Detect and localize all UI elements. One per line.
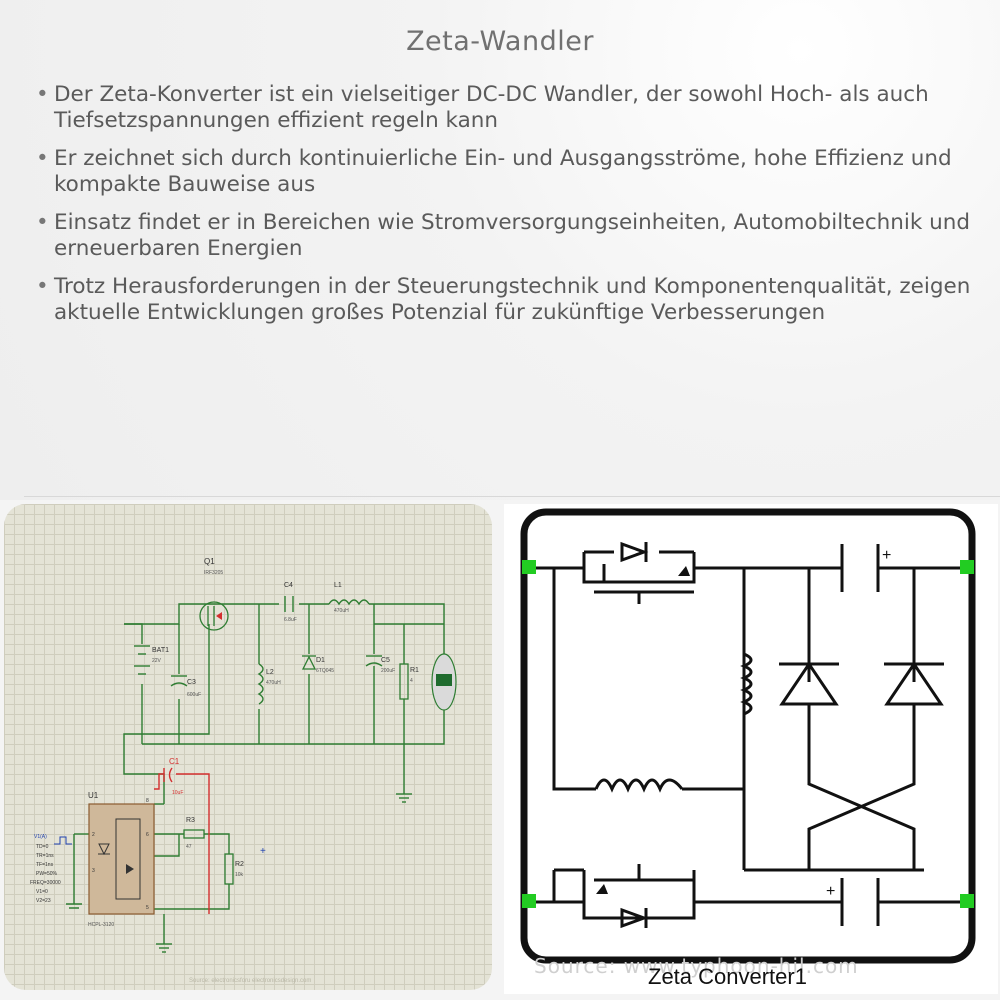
r3-resistor-symbol	[183, 829, 205, 839]
page-title: Zeta-Wandler	[406, 26, 594, 57]
r2-label: R2	[235, 861, 244, 868]
pulse-param: V1(A)	[34, 834, 47, 840]
c3-value: 600uF	[187, 692, 201, 698]
c1-value: 10uF	[172, 790, 183, 796]
l2-label: L2	[266, 669, 274, 676]
voltmeter-symbol	[431, 653, 457, 711]
c5-capacitor-symbol	[365, 655, 383, 667]
r2-value: 10k	[235, 872, 244, 878]
converter-frame	[520, 508, 976, 964]
c4-capacitor-symbol	[284, 596, 294, 612]
r3-label: R3	[186, 817, 195, 824]
schematic-red-wires	[154, 773, 210, 914]
pulse-param: PW=50%	[36, 871, 58, 877]
bullet-item: Einsatz findet er in Bereichen wie Strom…	[34, 210, 974, 262]
pulse-param: TD=0	[36, 844, 49, 850]
d1-diode-symbol	[301, 655, 317, 670]
terminal-bottom-right	[960, 894, 974, 908]
u1-label: U1	[88, 791, 99, 800]
plus-sign: +	[826, 883, 835, 900]
pulse-param: V2=23	[36, 898, 51, 904]
left-diode-symbol	[779, 661, 839, 706]
bat-value: 22V	[152, 658, 162, 664]
l1-value: 470uH	[334, 608, 349, 614]
l2-value: 470uH	[266, 680, 281, 686]
pulse-param: TF=1ns	[36, 862, 54, 868]
u1-optocoupler-symbol	[88, 803, 155, 915]
terminal-top-right	[960, 560, 974, 574]
r3-value: 47	[186, 844, 192, 850]
right-diode-symbol	[884, 661, 944, 706]
bullet-item: Er zeichnet sich durch kontinuierliche E…	[34, 146, 974, 198]
r1-resistor-symbol	[399, 663, 409, 700]
horizontal-inductor-symbol	[594, 778, 684, 793]
bat-label: BAT1	[152, 647, 169, 654]
c3-label: C3	[187, 679, 196, 686]
q1-part: IRF3205	[204, 570, 223, 576]
vertical-inductor-symbol	[740, 652, 753, 716]
c1-label: C1	[169, 757, 180, 766]
d1-part: 6TQ045	[316, 668, 334, 674]
pin-label: 5	[146, 905, 149, 911]
converter-wires	[530, 544, 966, 926]
c4-label: C4	[284, 582, 293, 589]
proteus-schematic: Q1 IRF3205 C4 6.8uF L1 470uH BAT1 22V C3…	[30, 557, 457, 984]
section-divider	[24, 496, 1000, 497]
l1-label: L1	[334, 582, 342, 589]
converter-title: Zeta Converter1	[648, 964, 807, 989]
pulse-param: TR=1ns	[36, 853, 54, 859]
c3-capacitor-symbol	[170, 675, 188, 687]
bullet-list: Der Zeta-Konverter ist ein vielseitiger …	[34, 82, 974, 338]
c4-value: 6.8uF	[284, 617, 297, 623]
proteus-schematic-image: Q1 IRF3205 C4 6.8uF L1 470uH BAT1 22V C3…	[4, 504, 492, 990]
l1-inductor-symbol	[328, 599, 370, 606]
pulse-param: FREQ=30000	[30, 880, 61, 886]
bullet-item: Trotz Herausforderungen in der Steuerung…	[34, 274, 974, 326]
pulse-source-symbol	[54, 836, 72, 845]
r1-value: 4	[410, 678, 413, 684]
pin-label: 6	[146, 832, 149, 838]
zeta-converter-schematic: + +	[520, 508, 976, 964]
d1-label: D1	[316, 657, 325, 664]
pin-label: 2	[92, 832, 95, 838]
terminal-bottom-left	[522, 894, 536, 908]
c1-capacitor-symbol	[163, 767, 173, 783]
image-source-caption: Source: www.typhoon-hil.com	[534, 954, 859, 978]
c5-value: 200uF	[381, 668, 395, 674]
terminal-top-left	[522, 560, 536, 574]
r2-resistor-symbol	[224, 853, 234, 885]
bullet-item: Der Zeta-Konverter ist ein vielseitiger …	[34, 82, 974, 134]
plus-sign: +	[882, 547, 891, 564]
l2-inductor-symbol	[257, 663, 264, 705]
typhoon-schematic-image: + +	[504, 504, 998, 994]
bottom-switch-diode-symbol	[596, 884, 649, 929]
schematic-wires	[66, 603, 445, 953]
mosfet-q1-symbol	[199, 601, 229, 631]
pin-label: 3	[92, 868, 95, 874]
q1-label: Q1	[204, 557, 215, 566]
r1-label: R1	[410, 667, 419, 674]
probe-plus: +	[260, 846, 266, 857]
c5-label: C5	[381, 657, 390, 664]
source-note: Source: electronicsforu electronicsdesig…	[189, 978, 311, 984]
u1-part: HCPL-3120	[88, 922, 114, 928]
battery-symbol	[134, 645, 150, 675]
pulse-param: V1=0	[36, 889, 48, 895]
pin-label: 8	[146, 798, 149, 804]
top-switch-diode-symbol	[602, 541, 690, 582]
